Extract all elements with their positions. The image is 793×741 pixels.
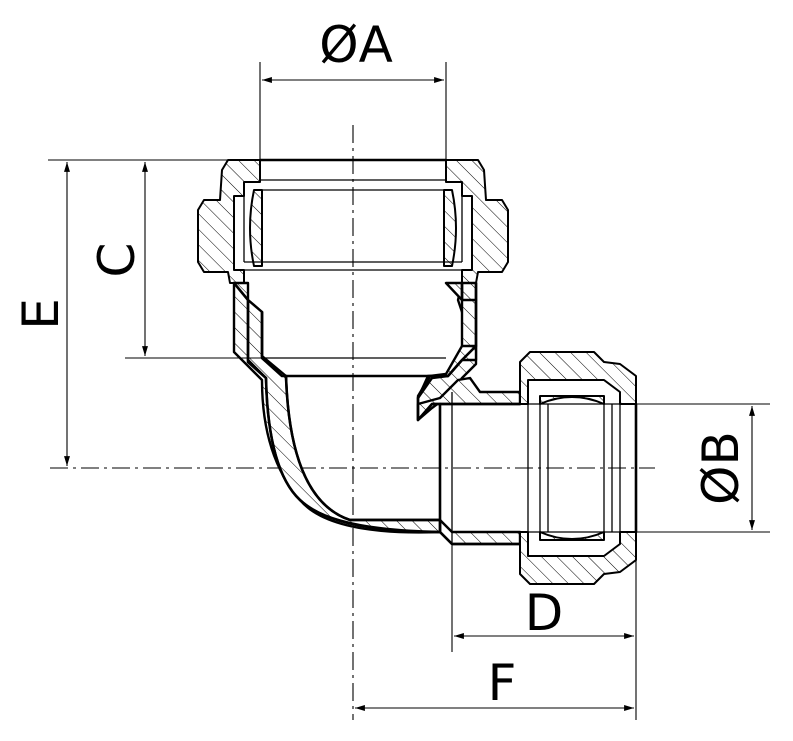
dim-c-label: C — [88, 243, 146, 278]
dimension-a: ØA — [259, 16, 447, 160]
top-compression-nut — [197, 159, 509, 284]
right-olive-top — [539, 395, 605, 405]
right-compression-nut — [519, 351, 637, 585]
dimension-b: ØB — [636, 403, 770, 533]
dimension-f: F — [355, 652, 637, 720]
dim-d-label: D — [525, 584, 564, 642]
right-olive-bottom — [539, 531, 605, 541]
top-pipe — [233, 158, 473, 271]
dim-a-label: ØA — [319, 16, 393, 74]
right-pipe — [520, 380, 638, 556]
body-outlines — [232, 281, 522, 546]
body-inner-curve-section — [246, 298, 442, 534]
dimension-d: D — [451, 544, 637, 652]
dimension-e: E — [12, 159, 228, 466]
dim-e-label: E — [12, 298, 70, 330]
center-lines — [50, 125, 655, 720]
dim-f-label: F — [488, 654, 517, 712]
dimension-c: C — [88, 159, 262, 359]
top-olive-left — [249, 189, 263, 267]
dim-b-label: ØB — [692, 431, 750, 505]
top-olive-right — [443, 189, 457, 267]
